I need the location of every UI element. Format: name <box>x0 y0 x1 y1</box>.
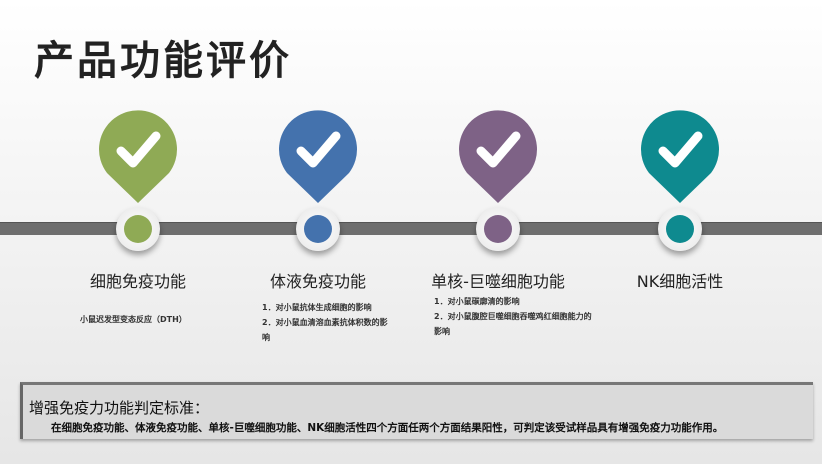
description-line: 2．对小鼠腹腔巨噬细胞吞噬鸡红细胞能力的影响 <box>434 312 592 336</box>
timeline-node <box>658 207 702 251</box>
criteria-text: 在细胞免疫功能、体液免疫功能、单核-巨噬细胞功能、NK细胞活性四个方面任两个方面… <box>51 422 724 434</box>
timeline-node <box>296 207 340 251</box>
item-label: 体液免疫功能 <box>269 272 366 291</box>
description-line: 1．对小鼠抗体生成细胞的影响 <box>262 303 372 312</box>
pin-marker <box>641 110 719 203</box>
criteria-box: 增强免疫力功能判定标准： 在细胞免疫功能、体液免疫功能、单核-巨噬细胞功能、NK… <box>20 382 813 439</box>
description-line: 2．对小鼠血清溶血素抗体积数的影响 <box>262 318 388 342</box>
item-description: 1．对小鼠抗体生成细胞的影响 2．对小鼠血清溶血素抗体积数的影响 <box>262 300 392 345</box>
checkmark-icon <box>658 131 703 168</box>
timeline-node <box>116 207 160 251</box>
criteria-heading: 增强免疫力功能判定标准： <box>29 399 210 417</box>
pin-marker <box>279 110 357 203</box>
item-label: 细胞免疫功能 <box>89 272 186 291</box>
checkmark-icon <box>296 131 341 168</box>
description-line: 小鼠迟发型变态反应（DTH） <box>80 315 187 324</box>
item-description: 1．对小鼠碳廓清的影响 2．对小鼠腹腔巨噬细胞吞噬鸡红细胞能力的影响 <box>434 294 599 339</box>
description-line: 1．对小鼠碳廓清的影响 <box>434 297 520 306</box>
item-label: NK细胞活性 <box>636 272 724 291</box>
item-label: 单核-巨噬细胞功能 <box>431 272 565 291</box>
pin-marker <box>99 110 177 203</box>
pin-marker <box>459 110 537 203</box>
page-title: 产品功能评价 <box>34 37 292 84</box>
timeline-bar <box>0 222 822 235</box>
checkmark-icon <box>476 131 521 168</box>
timeline-node <box>476 207 520 251</box>
item-description: 小鼠迟发型变态反应（DTH） <box>80 312 280 327</box>
checkmark-icon <box>116 131 161 168</box>
